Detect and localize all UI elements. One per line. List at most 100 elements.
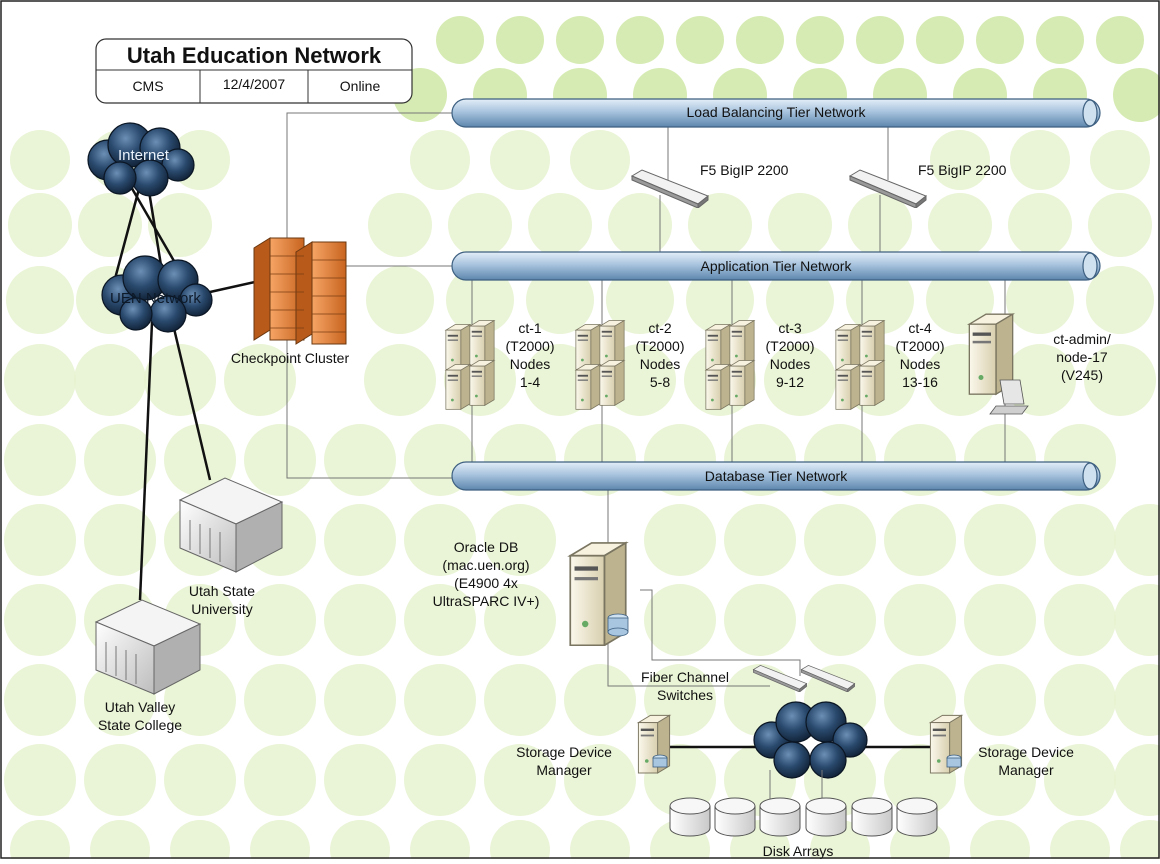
background-dot bbox=[1036, 16, 1084, 64]
admin-label-2: node-17 bbox=[1056, 349, 1108, 365]
disk-arrays: Disk Arrays bbox=[669, 770, 938, 859]
disk-icon bbox=[896, 797, 938, 837]
server-icon bbox=[705, 364, 731, 410]
cluster-3-model-label: (T2000) bbox=[765, 338, 814, 354]
oracle-db-server: Oracle DB (mac.uen.org) (E4900 4x UltraS… bbox=[433, 539, 629, 646]
background-dot bbox=[724, 584, 796, 656]
application-tier-label: Application Tier Network bbox=[701, 258, 853, 274]
storage-left-label-1: Storage Device bbox=[516, 744, 612, 760]
server-icon bbox=[835, 324, 861, 370]
title-text: Utah Education Network bbox=[127, 43, 382, 68]
background-dot bbox=[764, 344, 836, 416]
server-icon bbox=[859, 360, 885, 406]
background-dot bbox=[1010, 130, 1070, 190]
background-dot bbox=[490, 130, 550, 190]
background-dot bbox=[324, 504, 396, 576]
background-dot bbox=[244, 584, 316, 656]
background-dot bbox=[10, 820, 70, 864]
background-dot bbox=[1114, 584, 1160, 656]
background-dot bbox=[570, 820, 630, 864]
admin-label-1: ct-admin/ bbox=[1053, 331, 1111, 347]
uen-network-cloud-icon: UEN Network bbox=[101, 255, 213, 333]
cluster-3-range-label: 9-12 bbox=[776, 374, 804, 390]
uen-uvsc-link bbox=[138, 321, 154, 601]
background-dot bbox=[446, 266, 514, 334]
server-icon bbox=[835, 364, 861, 410]
admin-server: ct-admin/ node-17 (V245) bbox=[968, 313, 1111, 415]
background-dot bbox=[364, 344, 436, 416]
background-dot bbox=[846, 266, 914, 334]
storage-device-manager-right: Storage Device Manager bbox=[929, 714, 1074, 778]
background-dot bbox=[1044, 744, 1116, 816]
cluster-4-model-label: (T2000) bbox=[895, 338, 944, 354]
background-dot bbox=[404, 664, 476, 736]
server-icon bbox=[445, 324, 471, 370]
cluster-3-nodes-label: Nodes bbox=[770, 356, 810, 372]
cluster-2-model-label: (T2000) bbox=[635, 338, 684, 354]
san-cloud-icon bbox=[753, 701, 868, 779]
internet-label: Internet bbox=[118, 147, 170, 164]
background-dot bbox=[78, 193, 142, 257]
background-dot bbox=[8, 193, 72, 257]
load-balancer-1-label: F5 BigIP 2200 bbox=[700, 162, 789, 178]
usu-label-2: University bbox=[191, 601, 252, 617]
firewall-icon: Checkpoint Cluster bbox=[231, 237, 349, 366]
building-icon bbox=[178, 477, 284, 573]
background-dot bbox=[964, 744, 1036, 816]
db-label-1: Oracle DB bbox=[454, 539, 519, 555]
background-dot bbox=[170, 820, 230, 864]
background-dot bbox=[564, 664, 636, 736]
server-icon bbox=[729, 320, 755, 366]
background-dot bbox=[1044, 584, 1116, 656]
background-dot bbox=[884, 584, 956, 656]
background-dot bbox=[796, 16, 844, 64]
uvsc-label-1: Utah Valley bbox=[105, 699, 176, 715]
background-dot bbox=[324, 744, 396, 816]
background-dot bbox=[856, 16, 904, 64]
background-dot bbox=[884, 504, 956, 576]
background-dot bbox=[324, 664, 396, 736]
background-dot bbox=[528, 193, 592, 257]
background-dot bbox=[224, 344, 296, 416]
db-fiber-link-2 bbox=[640, 589, 801, 676]
background-dot bbox=[250, 820, 310, 864]
fiber-channel-switches: Fiber Channel Switches bbox=[641, 665, 855, 703]
fiber-label-1: Fiber Channel bbox=[641, 669, 729, 685]
background-dot bbox=[616, 16, 664, 64]
title-cell-status: Online bbox=[340, 78, 381, 94]
server-icon bbox=[445, 364, 471, 410]
background-dot bbox=[244, 744, 316, 816]
background-dot bbox=[768, 193, 832, 257]
background-dot bbox=[74, 344, 146, 416]
usu-label-1: Utah State bbox=[189, 583, 255, 599]
server-cluster-3: ct-3 (T2000) Nodes 9-12 bbox=[705, 320, 815, 410]
background-dot bbox=[164, 664, 236, 736]
background-dot bbox=[436, 16, 484, 64]
background-dot bbox=[556, 16, 604, 64]
utah-state-university: Utah State University bbox=[178, 477, 284, 617]
utah-valley-state-college: Utah Valley State College bbox=[94, 599, 202, 733]
disk-arrays-label: Disk Arrays bbox=[763, 843, 834, 859]
disk-icon bbox=[851, 797, 893, 837]
db-label-3: (E4900 4x bbox=[454, 575, 518, 591]
server-icon bbox=[599, 360, 625, 406]
background-dot bbox=[330, 820, 390, 864]
background-dot bbox=[976, 16, 1024, 64]
background-dot bbox=[1084, 344, 1156, 416]
background-dot bbox=[686, 266, 754, 334]
server-icon bbox=[469, 360, 495, 406]
background-dot bbox=[766, 266, 834, 334]
background-dot bbox=[244, 424, 316, 496]
background-dot bbox=[404, 504, 476, 576]
cluster-3-name-label: ct-3 bbox=[778, 320, 802, 336]
disk-icon bbox=[759, 797, 801, 837]
fiber-label-2: Switches bbox=[657, 687, 713, 703]
background-dot bbox=[644, 584, 716, 656]
background-dot bbox=[570, 130, 630, 190]
background-dot bbox=[10, 130, 70, 190]
background-dot bbox=[926, 266, 994, 334]
cluster-2-range-label: 5-8 bbox=[650, 374, 670, 390]
cluster-4-name-label: ct-4 bbox=[908, 320, 932, 336]
